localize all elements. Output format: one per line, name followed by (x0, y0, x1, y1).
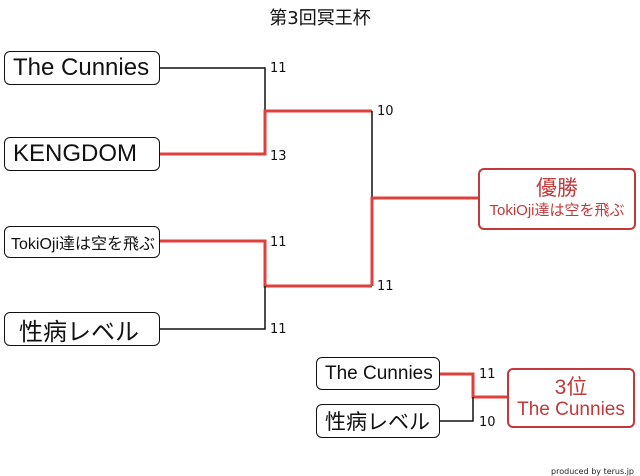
final-lines (370, 111, 478, 286)
score-third-bottom: 10 (479, 415, 496, 430)
champion-name: TokiOji達は空を飛ぶ (489, 202, 625, 219)
score-final-top: 10 (377, 104, 394, 119)
score-kengdom: 13 (270, 149, 287, 164)
score-seibyou: 11 (270, 322, 287, 337)
score-third-top: 11 (479, 367, 496, 382)
semi2-lines (160, 239, 372, 330)
third-place-label: 3位 (554, 376, 588, 399)
team-box-cunnies: The Cunnies (4, 51, 160, 85)
third-team-box-cunnies: The Cunnies (316, 357, 440, 390)
score-cunnies: 11 (270, 61, 287, 76)
team-box-seibyou: 性病レベル (4, 312, 160, 346)
third-team-box-seibyou: 性病レベル (316, 404, 440, 438)
team-box-kengdom: KENGDOM (4, 137, 160, 171)
team-box-tokioji: TokiOji達は空を飛ぶ (4, 226, 160, 258)
third-place-box: 3位 The Cunnies (507, 368, 635, 428)
credit-text: produced by terus.jp (551, 467, 634, 476)
champion-label: 優勝 (536, 177, 578, 200)
third-place-lines (440, 372, 507, 422)
third-place-name: The Cunnies (517, 399, 625, 420)
champion-box: 優勝 TokiOji達は空を飛ぶ (478, 168, 636, 230)
score-tokioji: 11 (270, 235, 287, 250)
score-final-bottom: 11 (377, 279, 394, 294)
tournament-title: 第3回冥王杯 (269, 8, 371, 29)
semi1-lines (160, 67, 372, 156)
